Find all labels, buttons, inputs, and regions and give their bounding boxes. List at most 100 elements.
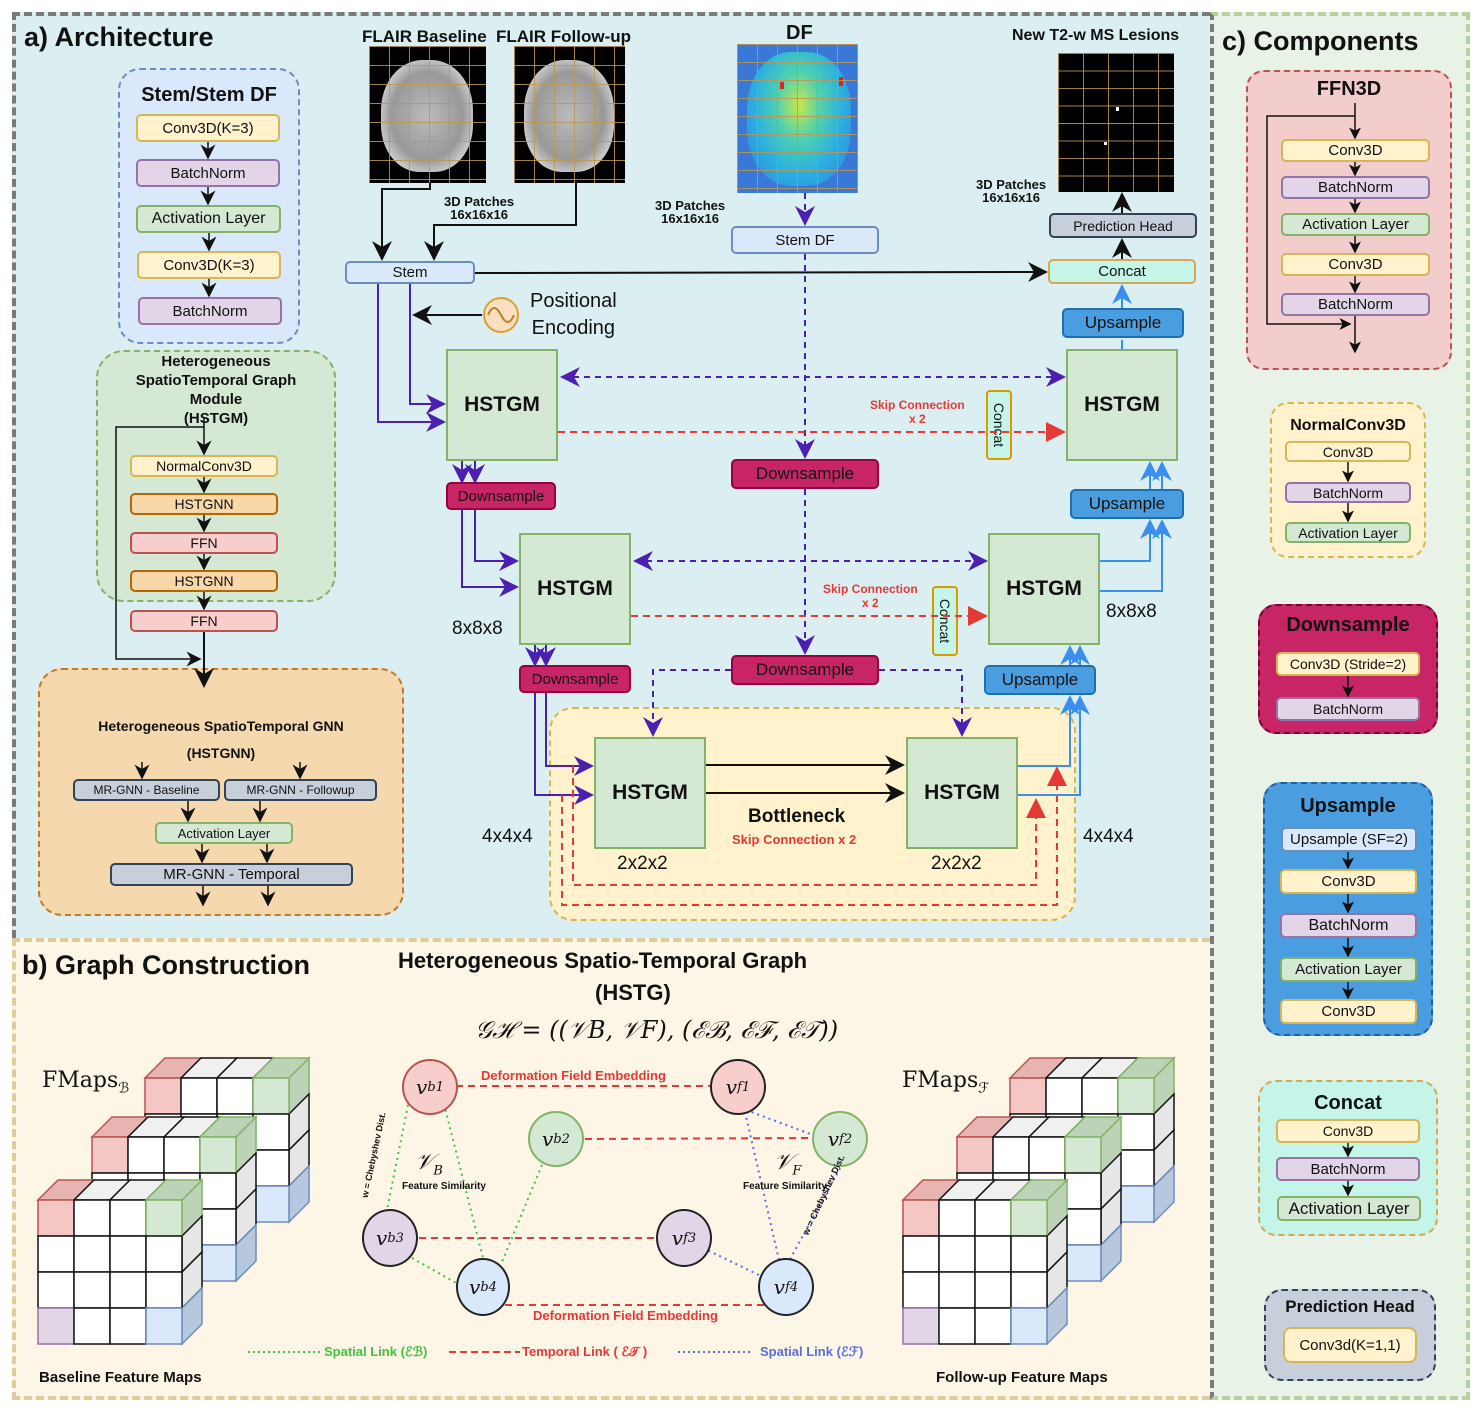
downsample-df-1: Downsample [731, 459, 879, 489]
pe-line: Positional [530, 290, 617, 312]
upsample-title: Upsample [1300, 795, 1396, 817]
patches-text: 3D Patches [444, 194, 515, 209]
fmaps-text: FMaps [42, 1068, 119, 1093]
stem-activation: Activation Layer [136, 205, 281, 233]
patches-size: 16x16x16 [661, 211, 719, 226]
cube-cell [145, 1199, 183, 1237]
fmaps-text: FMaps [902, 1068, 979, 1093]
hstgm-legend-title: Heterogeneous SpatioTemporal Graph Modul… [96, 352, 336, 428]
set-sub: B [433, 1163, 443, 1179]
fmaps-f-label: FMapsℱ [902, 1068, 989, 1096]
stem-batchnorm-1: BatchNorm [136, 159, 280, 187]
node-index: b2 [553, 1131, 570, 1147]
cube-cell [199, 1208, 237, 1246]
hstg-title: Heterogeneous Spatio-Temporal Graph [398, 948, 808, 973]
cube-cell [956, 1136, 994, 1174]
pe-line: Encoding [531, 317, 616, 339]
deformation-label-top: Deformation Field Embedding [481, 1068, 666, 1083]
patches-label-3: 3D Patches 16x16x16 [976, 178, 1046, 204]
hstgm-bottleneck-1: HSTGM [594, 737, 706, 849]
flair-followup-image [514, 46, 625, 183]
normalconv3d-title: NormalConv3D [1290, 417, 1406, 434]
downsample-df-2: Downsample [731, 655, 879, 685]
prediction-head-box: Prediction Head [1049, 213, 1197, 238]
fmaps-sub: ℱ [978, 1080, 990, 1097]
cube-cell [938, 1307, 976, 1345]
graph-title: b) Graph Construction [22, 950, 310, 980]
normalconv3d-activation: Activation Layer [1285, 522, 1411, 543]
patches-label-2: 3D Patches 16x16x16 [655, 199, 725, 225]
cube-cell [109, 1199, 147, 1237]
hstgnn-legend-subtitle: (HSTGNN) [186, 745, 256, 761]
node-letter: v [773, 1275, 786, 1299]
stem-conv3d-2: Conv3D(K=3) [137, 251, 281, 279]
hstg-abbr: (HSTG) [595, 980, 671, 1005]
downsample-encoder-2: Downsample [519, 665, 631, 693]
upsample-conv3d-2: Conv3D [1280, 999, 1417, 1024]
cube-cell [73, 1235, 111, 1273]
ffn3d-conv3d-2: Conv3D [1281, 253, 1430, 276]
hstgm-normalconv3d: NormalConv3D [130, 455, 278, 477]
flair-baseline-image [369, 46, 486, 183]
cube-cell [109, 1235, 147, 1273]
fmaps-b-label: FMapsℬ [42, 1068, 129, 1096]
normalconv3d-conv3d: Conv3D [1285, 441, 1411, 462]
hstg-formula: 𝒢ℋ = ((𝒱B, 𝒱F), (ℰℬ, ℰℱ, ℰ𝒯)) [475, 1016, 839, 1044]
stem-batchnorm-2: BatchNorm [138, 297, 282, 325]
legend-spatial-b: Spatial Link (ℰℬ) [324, 1344, 428, 1359]
prediction-head-conv3d: Conv3d(K=1,1) [1283, 1327, 1417, 1363]
node-letter: v [376, 1226, 388, 1250]
cube-cell [1081, 1077, 1119, 1115]
followup-feature-maps [901, 1056, 1176, 1346]
size-enc-3: 4x4x4 [482, 826, 533, 847]
normalconv3d-batchnorm: BatchNorm [1285, 482, 1411, 503]
ffn3d-title: FFN3D [1316, 78, 1382, 100]
cube-cell [938, 1271, 976, 1309]
cube-cell [163, 1136, 201, 1174]
cube-cell [109, 1307, 147, 1345]
hstgm-decoder-2: HSTGM [988, 533, 1100, 645]
cube-cell [73, 1199, 111, 1237]
followup-maps-label: Follow-up Feature Maps [936, 1369, 1108, 1386]
node-letter: v [542, 1127, 554, 1151]
node-index: b4 [480, 1279, 497, 1295]
downsample-encoder-1: Downsample [446, 482, 556, 510]
stem-df-box: Stem DF [731, 226, 879, 254]
flair-baseline-label: FLAIR Baseline [362, 27, 487, 46]
set-letter: 𝒱 [774, 1150, 793, 1175]
downsample-title: Downsample [1286, 614, 1410, 636]
concat-activation: Activation Layer [1277, 1196, 1421, 1221]
skip-label-1: Skip Connection x 2 [870, 398, 965, 426]
set-sub: F [792, 1163, 802, 1179]
cube-cell [145, 1271, 183, 1309]
bottleneck-skip-label: Skip Connection x 2 [732, 832, 857, 847]
concat-box: Concat [1048, 259, 1196, 284]
cube-cell [902, 1307, 940, 1345]
cube-cell [252, 1077, 290, 1115]
cube-cell [127, 1136, 165, 1174]
upsample-sf: Upsample (SF=2) [1281, 827, 1417, 852]
ffn3d-conv3d-1: Conv3D [1281, 139, 1430, 162]
output-label: New T2-w MS Lesions [1012, 27, 1180, 44]
stem-conv3d-1: Conv3D(K=3) [136, 114, 280, 142]
node-index: f4 [785, 1279, 799, 1295]
node-letter: v [416, 1075, 428, 1099]
components-connectors [1266, 103, 1361, 1197]
baseline-feature-maps [36, 1056, 311, 1346]
cube-cell [252, 1149, 290, 1187]
flair-followup-label: FLAIR Follow-up [496, 27, 632, 46]
cube-cell [1117, 1185, 1155, 1223]
cube-cell [144, 1077, 182, 1115]
df-label: DF [786, 22, 813, 44]
downsample-batchnorm: BatchNorm [1276, 697, 1420, 721]
fmaps-sub: ℬ [118, 1080, 130, 1097]
node-letter: v [725, 1075, 738, 1099]
cube-cell [902, 1271, 940, 1309]
components-title: c) Components [1222, 26, 1419, 56]
cube-cell [1064, 1136, 1102, 1174]
